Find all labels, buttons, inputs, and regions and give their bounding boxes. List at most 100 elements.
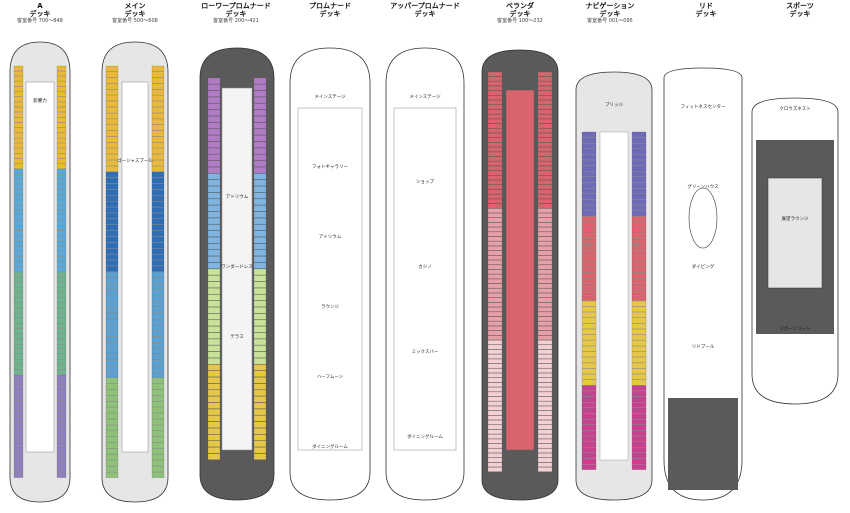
cabin <box>13 328 24 334</box>
deck-sub: デッキ <box>225 10 247 18</box>
cabin <box>631 357 647 363</box>
room-label: アトリウム <box>226 193 249 200</box>
cabin <box>56 338 67 344</box>
cabin <box>207 434 221 441</box>
cabin <box>56 189 67 195</box>
room-label: フィットネスセンター <box>681 103 726 110</box>
cabin <box>537 467 553 472</box>
room-label: ハーフムーン <box>317 374 344 380</box>
cabin <box>581 154 597 160</box>
cabin <box>105 383 119 390</box>
cabin <box>13 400 24 406</box>
cabin <box>207 364 221 371</box>
cabin <box>537 180 553 185</box>
cabin <box>56 457 67 463</box>
hull-promenade <box>289 47 371 501</box>
cabin <box>105 89 119 96</box>
deck-sub: デッキ <box>695 10 717 18</box>
cabin <box>537 377 553 383</box>
cabin <box>207 243 221 250</box>
cabin <box>487 161 503 166</box>
cabin <box>253 326 267 333</box>
cabin <box>13 215 24 221</box>
cabin <box>537 156 553 162</box>
cabin <box>487 86 503 91</box>
cabin <box>537 231 553 237</box>
cabin <box>56 374 67 380</box>
cabin <box>56 380 67 385</box>
cabin <box>581 227 597 234</box>
cabin <box>631 176 647 183</box>
cabin <box>13 65 24 71</box>
cabin <box>487 71 503 77</box>
cabin <box>56 323 67 329</box>
cabin <box>56 199 67 205</box>
room-label: 展望ラウンジ <box>782 215 809 222</box>
cabin <box>13 410 24 416</box>
cabin <box>13 168 24 174</box>
cabin <box>56 333 67 339</box>
cabin <box>207 275 221 282</box>
cabin <box>537 269 553 275</box>
cabin <box>581 188 597 194</box>
cabin <box>105 307 119 313</box>
cabin <box>105 277 119 284</box>
cabin <box>151 466 165 472</box>
cabin <box>151 442 165 449</box>
cabin <box>13 122 24 128</box>
cabin <box>631 323 647 329</box>
cabin <box>487 443 503 449</box>
cabin <box>537 448 553 453</box>
cabin <box>581 250 597 256</box>
cabin <box>253 370 267 377</box>
pool-lido <box>688 187 718 249</box>
cabin <box>253 186 267 193</box>
cabin <box>537 349 553 355</box>
cabin <box>537 387 553 392</box>
cabin <box>105 419 119 425</box>
deck-header-navigation: ナビゲーション デッキ 客室番号 001～095 <box>572 2 648 25</box>
cabin <box>581 137 597 143</box>
cabin <box>631 300 647 307</box>
cabin <box>537 340 553 345</box>
cabin <box>151 118 165 125</box>
cabin <box>631 447 647 453</box>
cabin <box>105 154 119 160</box>
cabin <box>537 368 553 373</box>
cabin <box>13 390 24 396</box>
cabin <box>56 277 67 282</box>
cabin <box>253 319 267 326</box>
cabin <box>253 160 267 167</box>
cabin <box>207 319 221 326</box>
cabin <box>487 184 503 190</box>
observation-lounge <box>767 177 823 289</box>
room-label: ダイニングルーム <box>312 443 348 450</box>
cabin <box>105 407 119 413</box>
cabin <box>207 96 221 104</box>
cabin <box>151 271 165 278</box>
cabin <box>581 323 597 329</box>
corridor-a <box>25 81 55 453</box>
cabin <box>631 295 647 301</box>
cabin <box>13 323 24 329</box>
cabin <box>56 472 67 478</box>
cabin <box>253 294 267 301</box>
cabin <box>537 424 553 430</box>
cabin <box>631 131 647 138</box>
cabin <box>13 189 24 195</box>
cabin <box>13 117 24 123</box>
cabin <box>487 236 503 242</box>
cabin <box>56 122 67 128</box>
cabin <box>56 163 67 169</box>
cabin <box>56 184 67 190</box>
cabin <box>631 453 647 459</box>
deck-name: スポーツ <box>786 2 814 10</box>
cabin <box>631 368 647 374</box>
deck-name: プロムナード <box>309 2 351 10</box>
cabin <box>581 148 597 155</box>
cabin <box>151 407 165 413</box>
cabin <box>151 266 165 272</box>
cabin <box>105 118 119 125</box>
cabin <box>487 128 503 133</box>
cabin <box>537 283 553 289</box>
